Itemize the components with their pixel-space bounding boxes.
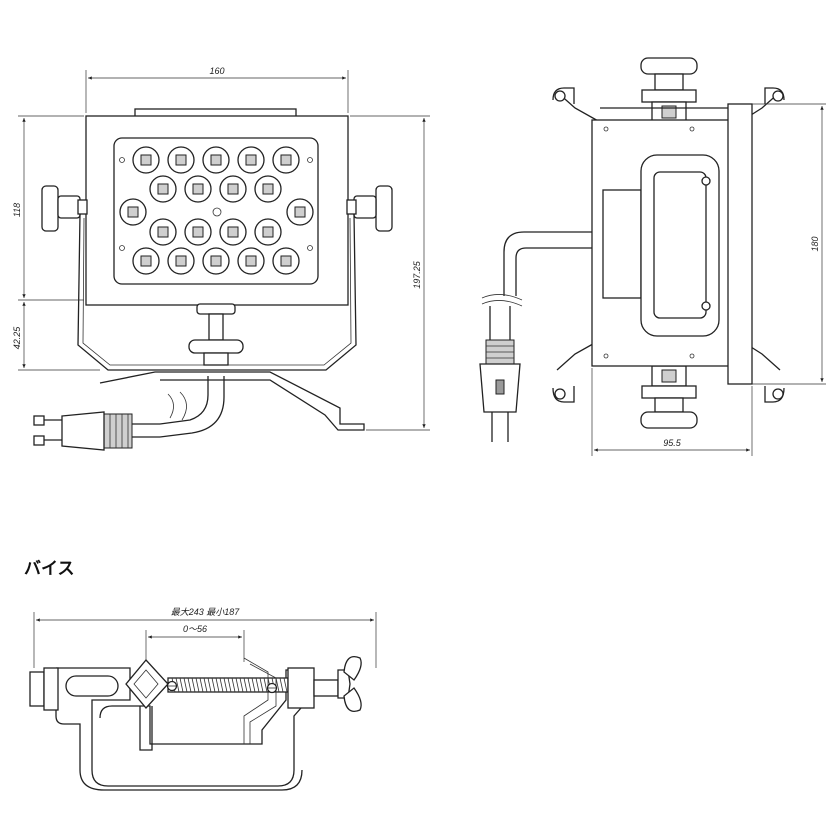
- thread-line: [255, 677, 260, 693]
- thread-line: [183, 677, 188, 693]
- thread-line: [219, 677, 224, 693]
- power-plug: [61, 411, 105, 451]
- dim-depth-label: 95.5: [663, 438, 682, 448]
- led-chip: [157, 183, 169, 195]
- panel-hole: [119, 245, 125, 251]
- thread-line: [279, 677, 284, 693]
- dim-panel-height-label: 118: [12, 203, 22, 217]
- mount-plate: [196, 303, 236, 315]
- screw-top: [701, 176, 711, 186]
- led-chip: [227, 226, 239, 238]
- thread-line: [195, 677, 200, 693]
- thread-line: [179, 677, 184, 693]
- thread-line: [203, 677, 208, 693]
- vise-fixed-jaw-outline: [243, 657, 269, 744]
- center-knob: [188, 339, 244, 354]
- dim-vise-range-label: 最大243 最小187: [171, 607, 241, 617]
- base-foot: [99, 371, 365, 431]
- thread-line: [215, 677, 220, 693]
- thread-line: [251, 677, 256, 693]
- led-chip: [294, 206, 306, 218]
- thread-line: [235, 677, 240, 693]
- led-chip: [210, 154, 222, 166]
- vise-heading: バイス: [24, 559, 75, 579]
- led-chip: [127, 206, 139, 218]
- front-bezel: [727, 103, 753, 385]
- sensor-dot: [212, 207, 222, 217]
- vise-jaw-diamond: [125, 659, 169, 709]
- led-chip: [192, 183, 204, 195]
- vise-wing-nut-bottom: [343, 687, 362, 713]
- dim-side-height-label: 180: [810, 236, 820, 251]
- front-view: 160 118 42.25 197.25: [12, 66, 430, 451]
- thread-line: [207, 677, 212, 693]
- thread-line: [275, 677, 280, 693]
- label-plate: [602, 189, 642, 299]
- stand-bracket: [77, 213, 357, 371]
- screw-bottom: [701, 301, 711, 311]
- side-view: 180 95.5: [479, 57, 826, 456]
- led-chip: [245, 154, 257, 166]
- thread-line: [263, 677, 268, 693]
- led-chip: [192, 226, 204, 238]
- dim-base-height-label: 42.25: [12, 326, 22, 350]
- vise-slot: [65, 675, 119, 697]
- thread-line: [283, 677, 288, 693]
- led-chip: [227, 183, 239, 195]
- led-chip: [245, 255, 257, 267]
- left-knob: [41, 185, 88, 232]
- bottom-knob: [640, 365, 698, 429]
- thread-line: [227, 677, 232, 693]
- thread-line: [259, 677, 264, 693]
- panel-hole: [119, 157, 125, 163]
- led-chip: [280, 255, 292, 267]
- thread-line: [211, 677, 216, 693]
- led-chip: [157, 226, 169, 238]
- side-plug-prongs: [491, 412, 509, 442]
- top-knob: [640, 57, 698, 123]
- side-cable-tube: [503, 231, 592, 296]
- led-chip: [140, 154, 152, 166]
- led-chip: [140, 255, 152, 267]
- led-chip: [175, 154, 187, 166]
- thread-line: [231, 677, 236, 693]
- vise-wing-nut-top: [343, 655, 362, 681]
- thread-line: [223, 677, 228, 693]
- dim-total-height-label: 197.25: [412, 260, 422, 289]
- panel-hole: [307, 157, 313, 163]
- vise-screw-block: [287, 667, 315, 709]
- thread-line: [239, 677, 244, 693]
- thread-line: [247, 677, 252, 693]
- dim-width-label: 160: [209, 66, 224, 76]
- thread-line: [191, 677, 196, 693]
- right-knob: [346, 185, 393, 232]
- vise-c-frame: [56, 667, 309, 787]
- led-chip: [175, 255, 187, 267]
- led-chip: [262, 226, 274, 238]
- vise-end-stop: [29, 671, 45, 707]
- led-chip: [280, 154, 292, 166]
- thread-line: [199, 677, 204, 693]
- led-chip: [262, 183, 274, 195]
- thread-line: [175, 677, 180, 693]
- led-array: [119, 146, 314, 275]
- thread-line: [243, 677, 248, 693]
- led-panel: [113, 137, 319, 285]
- led-chip: [210, 255, 222, 267]
- vise-section: バイス 最大243 最小187 0～56: [24, 559, 377, 791]
- panel-hole: [307, 245, 313, 251]
- dim-vise-jaw-label: 0～56: [183, 624, 207, 634]
- cable-tube: [159, 376, 209, 425]
- thread-line: [187, 677, 192, 693]
